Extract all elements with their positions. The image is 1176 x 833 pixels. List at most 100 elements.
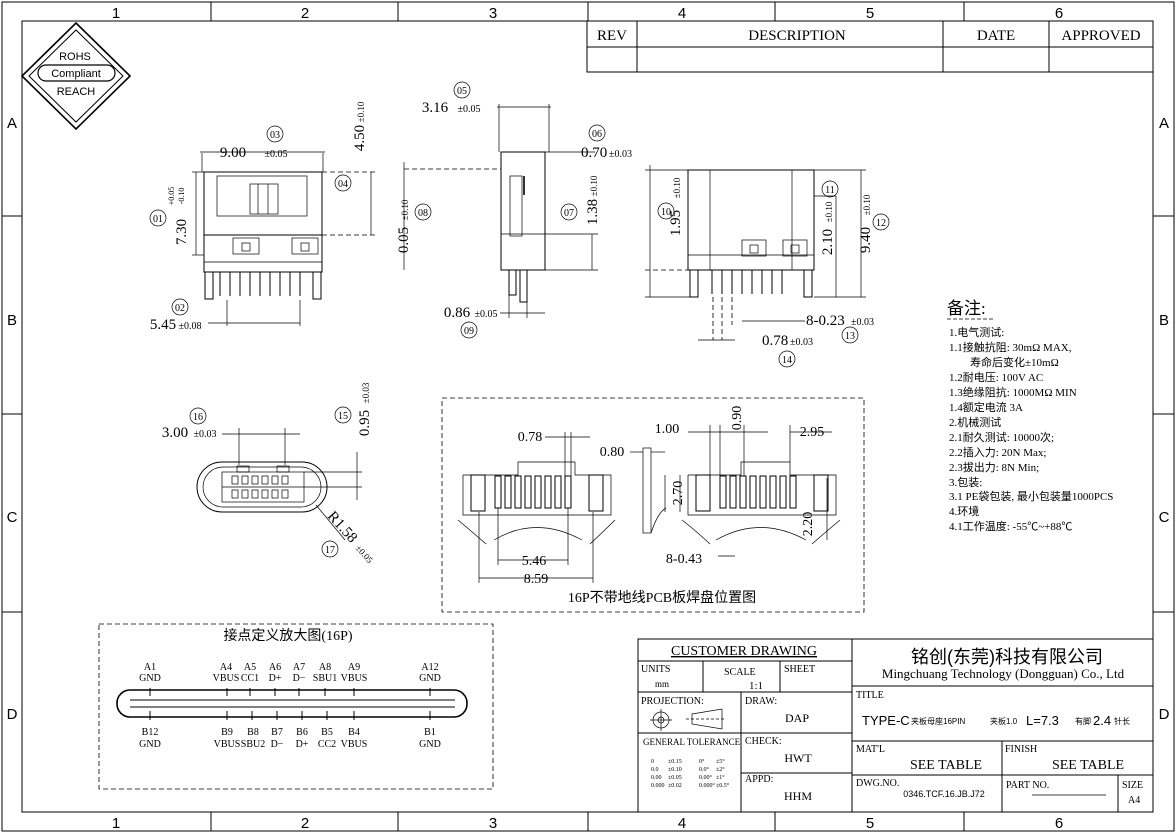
units-label: UNITS — [641, 664, 670, 675]
dwg-label: DWG.NO. — [856, 778, 899, 789]
title-value-pin: 有脚 — [1075, 716, 1091, 726]
pcb-layout-panel — [441, 397, 865, 613]
balloon-06 — [588, 124, 606, 142]
description-header: DESCRIPTION — [748, 28, 846, 44]
dim-5-45: 5.45 — [150, 317, 176, 333]
notes-title: 备注: — [947, 299, 986, 318]
customer-drawing-label: CUSTOMER DRAWING — [671, 644, 817, 659]
col-1-bottom: 1 — [112, 815, 120, 832]
pin-a6-sig: D+ — [269, 673, 282, 684]
balloon-10-label: 10 — [661, 207, 671, 218]
projection-label: PROJECTION: — [641, 696, 704, 707]
balloon-09-label: 09 — [464, 326, 474, 337]
size-value: A4 — [1128, 795, 1140, 806]
pcb-dim-1-00: 1.00 — [655, 422, 680, 437]
balloon-15 — [334, 406, 352, 424]
tol-row-3-d: ±1° — [716, 774, 725, 781]
col-6-bottom: 6 — [1055, 815, 1063, 832]
pin-b5-sig: CC2 — [318, 739, 336, 750]
pin-b6-num: B6 — [296, 727, 308, 738]
front-view — [192, 151, 376, 326]
balloon-17-label: 17 — [325, 545, 335, 556]
pin-a4-sig: VBUS — [213, 673, 240, 684]
revision-block: REV DESCRIPTION DATE APPROVED — [586, 20, 1154, 73]
company-name-en: Mingchuang Technology (Dongguan) Co., Lt… — [882, 666, 1125, 681]
col-3-top: 3 — [489, 5, 497, 22]
pin-b9-num: B9 — [221, 727, 233, 738]
balloon-15-label: 15 — [338, 411, 348, 422]
rohs-text: ROHS — [59, 51, 91, 63]
dim-0-78-tol: ±0.03 — [790, 337, 813, 348]
dim-4-50-tol: ±0.10 — [356, 101, 366, 122]
pcb-dim-5-46: 5.46 — [522, 554, 547, 569]
col-2-top: 2 — [301, 5, 309, 22]
col-1-top: 1 — [112, 5, 120, 22]
balloon-17 — [321, 540, 339, 558]
dim-1-38: 1.38 — [585, 199, 601, 225]
dim-0-86-tol: ±0.05 — [475, 309, 498, 320]
dim-r1-58: R1.58 — [324, 508, 360, 546]
part-label: PART NO. — [1006, 780, 1049, 791]
pin-a4-num: A4 — [220, 662, 232, 673]
tol-row-3-a: 0.00 — [651, 775, 662, 781]
pin-a8-num: A8 — [319, 662, 331, 673]
dim-3-16-tol: ±0.05 — [458, 104, 481, 115]
balloon-06-label: 06 — [592, 129, 602, 140]
dim-9-00-tol: ±0.05 — [265, 149, 288, 160]
dim-4-50: 4.50 — [352, 125, 368, 151]
pin-a5-num: A5 — [244, 662, 256, 673]
balloon-16 — [189, 407, 207, 425]
dim-0-86: 0.86 — [444, 305, 471, 321]
balloon-11 — [821, 180, 839, 198]
pin-b7-sig: D− — [271, 739, 284, 750]
pin-a12-num: A12 — [421, 662, 438, 673]
dim-9-40: 9.40 — [858, 227, 874, 253]
balloon-13 — [841, 326, 859, 344]
dim-0-70-tol: ±0.03 — [609, 149, 632, 160]
tol-row-1-c: 0° — [699, 758, 705, 765]
pin-b4-num: B4 — [348, 727, 360, 738]
col-5-bottom: 5 — [866, 815, 874, 832]
tol-row-2-c: 0.0° — [699, 766, 710, 773]
balloon-03 — [266, 125, 284, 143]
balloon-07-label: 07 — [564, 208, 574, 219]
dim-7-30-tol-top: +0.05 — [167, 187, 176, 206]
note-line-11: 3.包装: — [949, 476, 982, 489]
dim-3-00: 3.00 — [162, 425, 188, 441]
rohs-badge: ROHS Compliant REACH — [20, 21, 132, 131]
row-b-left: B — [7, 312, 17, 329]
pcb-dim-0-80: 0.80 — [600, 445, 625, 460]
pin-b8-sig: SBU2 — [241, 739, 265, 750]
rev-header: REV — [597, 28, 627, 44]
pcb-dim-2-95: 2.95 — [800, 425, 825, 440]
dim-2-10: 2.10 — [820, 229, 836, 255]
balloon-08 — [414, 203, 432, 221]
title-value-length: L=7.3 — [1026, 713, 1059, 728]
tol-row-4-b: ±0.02 — [668, 783, 682, 789]
row-c-left: C — [7, 509, 18, 526]
draw-label: DRAW: — [745, 696, 777, 707]
dim-9-40-tol: ±0.10 — [862, 194, 872, 215]
title-label: TITLE — [856, 690, 884, 701]
dim-0-05-tol: ±0.10 — [400, 199, 410, 220]
dim-9-00: 9.00 — [220, 145, 246, 161]
pin-a7-sig: D− — [293, 673, 306, 684]
note-line-8: 2.1耐久测试: 10000次; — [949, 430, 1054, 444]
dim-2-10-tol: ±0.10 — [824, 201, 834, 222]
balloon-14-label: 14 — [782, 355, 792, 366]
pcb-dim-0-90: 0.90 — [730, 406, 745, 431]
col-5-top: 5 — [866, 5, 874, 22]
side-view — [403, 104, 598, 318]
title-block — [637, 638, 1154, 813]
pin-a9-num: A9 — [348, 662, 360, 673]
size-label: SIZE — [1122, 780, 1143, 791]
pin-b5-num: B5 — [321, 727, 333, 738]
note-line-3: 寿命后变化±10mΩ — [970, 355, 1059, 369]
tol-row-2-d: ±2° — [716, 766, 725, 773]
tol-row-3-b: ±0.05 — [668, 775, 682, 781]
pin-a5-sig: CC1 — [241, 673, 259, 684]
title-value-plate: 夹板1.0 — [990, 716, 1018, 726]
dwg-value: 0346.TCF.16.JB.J72 — [903, 789, 985, 799]
pin-b6-sig: D+ — [296, 739, 309, 750]
